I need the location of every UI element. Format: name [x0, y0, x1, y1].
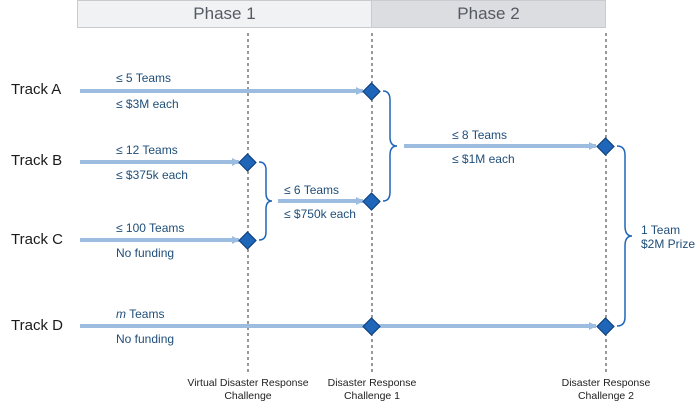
merged-bc-funding: ≤ $750k each: [284, 207, 356, 221]
brace-abc: [382, 90, 398, 202]
track-b-funding: ≤ $375k each: [116, 168, 188, 182]
phase-2-header: Phase 2: [372, 0, 606, 28]
track-d-label: Track D: [11, 317, 63, 334]
milestone-caption-drc2: Disaster Response Challenge 2: [561, 377, 651, 402]
milestone-caption-virtual: Virtual Disaster Response Challenge: [187, 377, 309, 402]
track-b-label: Track B: [11, 152, 63, 169]
merged-abc-teams: ≤ 8 Teams: [452, 128, 508, 142]
phase-1-header: Phase 1: [77, 0, 372, 28]
track-a-teams: ≤ 5 Teams: [116, 71, 172, 85]
merged-abc-funding: ≤ $1M each: [452, 152, 515, 166]
track-c-teams: ≤ 100 Teams: [116, 221, 185, 235]
track-d-teams-text: Teams: [126, 307, 165, 321]
merged-bc-teams: ≤ 6 Teams: [284, 183, 340, 197]
brace-final: [616, 145, 633, 327]
brace-bc: [258, 161, 273, 241]
track-d-teams: m Teams: [116, 307, 164, 321]
track-b-teams: ≤ 12 Teams: [116, 143, 178, 157]
milestone-caption-drc1: Disaster Response Challenge 1: [327, 377, 417, 402]
track-c-label: Track C: [11, 231, 63, 248]
track-d-teams-variable: m: [116, 307, 126, 321]
track-c-funding: No funding: [116, 246, 175, 260]
track-a-label: Track A: [11, 81, 62, 98]
track-a-funding: ≤ $3M each: [116, 97, 179, 111]
final-teams: 1 Team: [641, 223, 681, 237]
track-d-funding: No funding: [116, 332, 175, 346]
final-prize: $2M Prize: [641, 237, 696, 251]
